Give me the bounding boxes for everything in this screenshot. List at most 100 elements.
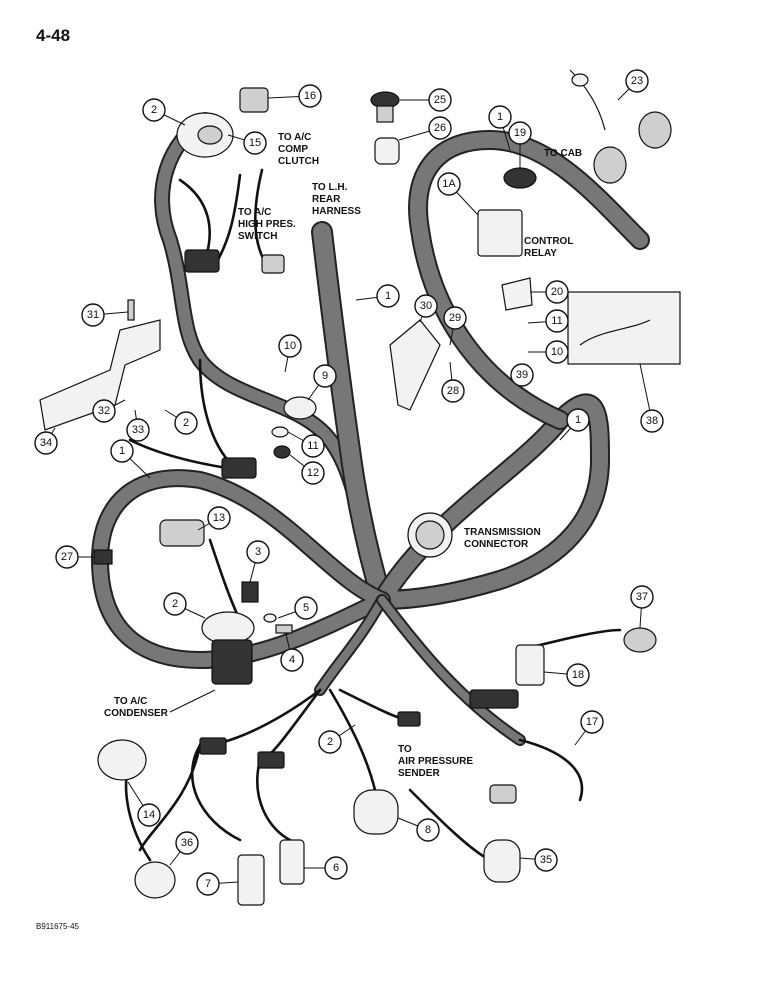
callout-15: 15 [227, 131, 267, 155]
svg-text:1: 1 [385, 290, 391, 302]
page-number: 4-48 [36, 26, 71, 45]
callout-14: 14 [127, 781, 161, 827]
svg-text:35: 35 [540, 854, 552, 866]
svg-text:8: 8 [425, 824, 431, 836]
svg-text:AIR PRESSURE: AIR PRESSURE [398, 756, 473, 767]
svg-text:CONTROL: CONTROL [524, 236, 573, 247]
svg-text:CLUTCH: CLUTCH [278, 156, 319, 167]
svg-text:14: 14 [143, 809, 155, 821]
svg-text:28: 28 [447, 385, 459, 397]
callout-34: 34 [34, 427, 58, 455]
callout-7: 7 [196, 872, 239, 896]
callout-3: 3 [246, 540, 270, 583]
svg-text:RELAY: RELAY [524, 248, 557, 259]
svg-text:11: 11 [307, 440, 318, 452]
callout-1a: 1A [437, 172, 479, 216]
callout-1: 1 [559, 408, 590, 441]
svg-text:HARNESS: HARNESS [312, 206, 361, 217]
callout-11: 11 [527, 309, 569, 333]
svg-text:CONDENSER: CONDENSER [104, 708, 169, 719]
callout-32: 32 [92, 399, 126, 423]
svg-text:4: 4 [289, 654, 295, 666]
label-control-relay: CONTROL RELAY [524, 236, 573, 259]
svg-text:20: 20 [551, 286, 563, 298]
svg-text:33: 33 [132, 424, 144, 436]
label-transmission-connector: TRANSMISSION CONNECTOR [464, 527, 541, 550]
svg-text:CONNECTOR: CONNECTOR [464, 539, 529, 550]
svg-text:SENDER: SENDER [398, 768, 440, 779]
svg-text:15: 15 [249, 137, 261, 149]
svg-text:16: 16 [304, 90, 316, 102]
svg-text:10: 10 [284, 340, 296, 352]
svg-text:30: 30 [420, 300, 432, 312]
svg-text:TO A/C: TO A/C [238, 207, 271, 218]
callout-31: 31 [81, 303, 129, 327]
callouts: 1 1 1 1 1A 2 2 2 2 3 4 5 6 7 8 9 10 10 1… [34, 69, 664, 896]
svg-text:34: 34 [40, 437, 52, 449]
callout-37: 37 [630, 585, 654, 629]
svg-text:5: 5 [303, 602, 309, 614]
svg-text:37: 37 [636, 591, 648, 603]
svg-text:TO A/C: TO A/C [278, 132, 311, 143]
callout-11: 11 [287, 431, 325, 458]
label-ac-high-pres-switch: TO A/C HIGH PRES. SWITCH [238, 207, 296, 242]
callout-5: 5 [277, 596, 318, 620]
svg-text:TO CAB: TO CAB [544, 148, 582, 159]
callout-12: 12 [289, 454, 325, 485]
callout-9: 9 [307, 364, 337, 401]
svg-text:1: 1 [575, 414, 581, 426]
svg-text:18: 18 [572, 669, 584, 681]
svg-text:1A: 1A [442, 178, 456, 190]
svg-text:26: 26 [434, 122, 446, 134]
callout-13: 13 [197, 506, 231, 531]
svg-text:HIGH PRES.: HIGH PRES. [238, 219, 296, 230]
callout-10: 10 [528, 340, 569, 364]
svg-text:TO A/C: TO A/C [114, 696, 147, 707]
svg-text:29: 29 [449, 312, 461, 324]
svg-text:38: 38 [646, 415, 658, 427]
svg-text:REAR: REAR [312, 194, 341, 205]
callout-1: 1 [488, 105, 512, 151]
callout-36: 36 [169, 831, 199, 866]
svg-text:COMP: COMP [278, 144, 308, 155]
callout-20: 20 [530, 280, 569, 304]
callout-2: 2 [142, 98, 186, 126]
svg-text:2: 2 [151, 104, 157, 116]
svg-text:10: 10 [551, 346, 563, 358]
svg-text:2: 2 [327, 736, 333, 748]
callout-18: 18 [543, 663, 590, 687]
callout-25: 25 [400, 88, 452, 112]
svg-text:1: 1 [119, 445, 125, 457]
callout-2: 2 [164, 409, 198, 435]
svg-text:TO L.H.: TO L.H. [312, 182, 348, 193]
callout-33: 33 [126, 409, 150, 442]
svg-text:TRANSMISSION: TRANSMISSION [464, 527, 541, 538]
svg-text:6: 6 [333, 862, 339, 874]
callout-16: 16 [267, 84, 322, 108]
label-lh-rear-harness: TO L.H. REAR HARNESS [312, 182, 361, 217]
callout-28: 28 [441, 361, 465, 403]
svg-text:TO: TO [398, 744, 412, 755]
callout-23: 23 [617, 69, 649, 101]
callout-35: 35 [519, 848, 558, 872]
svg-text:17: 17 [586, 716, 598, 728]
label-air-pressure-sender: TO AIR PRESSURE SENDER [398, 744, 473, 779]
svg-text:27: 27 [61, 551, 73, 563]
svg-text:39: 39 [516, 369, 528, 381]
callout-27: 27 [55, 545, 94, 569]
callout-38: 38 [639, 363, 664, 433]
figure-code: B911675-45 [36, 922, 79, 931]
svg-text:25: 25 [434, 94, 446, 106]
svg-text:12: 12 [307, 467, 319, 479]
svg-text:1: 1 [497, 111, 503, 123]
svg-text:2: 2 [183, 417, 189, 429]
callout-2: 2 [163, 592, 206, 619]
callout-4: 4 [280, 633, 304, 672]
callout-2: 2 [318, 724, 356, 754]
callout-10: 10 [278, 334, 302, 373]
svg-text:9: 9 [322, 370, 328, 382]
callout-29: 29 [443, 306, 467, 346]
callout-1: 1 [110, 439, 151, 479]
svg-text:31: 31 [87, 309, 99, 321]
svg-text:SWITCH: SWITCH [238, 231, 277, 242]
